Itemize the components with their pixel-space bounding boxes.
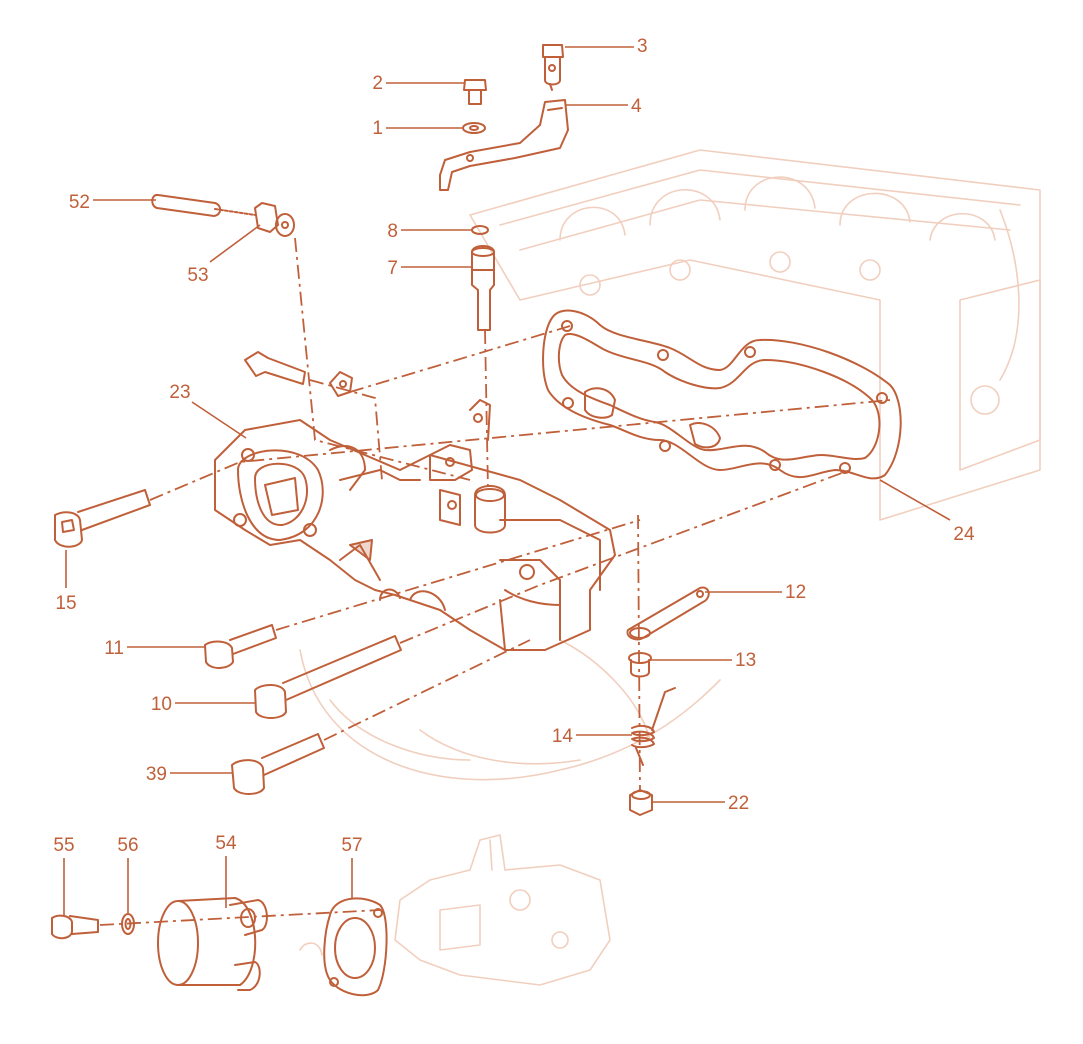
bolt-3 — [542, 44, 564, 91]
screw-11 — [204, 624, 277, 669]
callout-label-24: 24 — [953, 524, 975, 545]
callout-label-23: 23 — [169, 382, 190, 403]
engine-block-background — [299, 149, 1041, 781]
callout-label-14: 14 — [552, 726, 574, 747]
spring-14 — [631, 687, 676, 766]
bushing-13 — [628, 652, 652, 678]
assembly-lines — [99, 237, 891, 926]
callout-label-12: 12 — [785, 582, 806, 603]
callout-label-53: 53 — [187, 265, 208, 286]
nut-22 — [629, 789, 653, 816]
callout-label-8: 8 — [387, 221, 398, 242]
screw-10 — [254, 635, 402, 719]
callout-label-1: 1 — [372, 118, 383, 139]
screw-39 — [231, 733, 325, 795]
callout-label-13: 13 — [735, 650, 756, 671]
gasket-24 — [542, 309, 902, 480]
through-bolt — [244, 351, 353, 397]
lever-12 — [626, 586, 710, 641]
screw-15 — [54, 489, 151, 548]
gasket-57 — [323, 897, 388, 997]
pin-52 — [151, 194, 256, 217]
lever-4 — [439, 99, 569, 191]
callout-label-56: 56 — [117, 835, 138, 856]
callout-label-10: 10 — [151, 694, 172, 715]
adapter-54 — [157, 897, 268, 991]
callout-label-55: 55 — [53, 835, 74, 856]
callout-leader-53 — [209, 224, 261, 263]
callout-label-54: 54 — [215, 833, 237, 854]
callout-label-7: 7 — [387, 258, 398, 279]
callout-label-15: 15 — [55, 593, 76, 614]
bolt-2 — [463, 79, 487, 105]
callout-label-4: 4 — [631, 96, 642, 117]
callout-label-3: 3 — [637, 36, 648, 57]
callout-leader-24 — [879, 479, 951, 521]
nut-53 — [254, 202, 295, 237]
callout-label-22: 22 — [728, 793, 749, 814]
screw-55 — [51, 914, 99, 940]
callout-label-39: 39 — [146, 764, 167, 785]
callout-label-57: 57 — [341, 835, 362, 856]
callout-label-2: 2 — [372, 73, 383, 94]
ghost-housing-bottom — [299, 834, 611, 986]
sleeve-7 — [471, 245, 495, 331]
callout-label-11: 11 — [104, 638, 124, 659]
callout-leader-23 — [191, 401, 247, 439]
washer-1 — [462, 122, 486, 134]
housing-23 — [214, 399, 616, 651]
callout-label-52: 52 — [69, 192, 90, 213]
